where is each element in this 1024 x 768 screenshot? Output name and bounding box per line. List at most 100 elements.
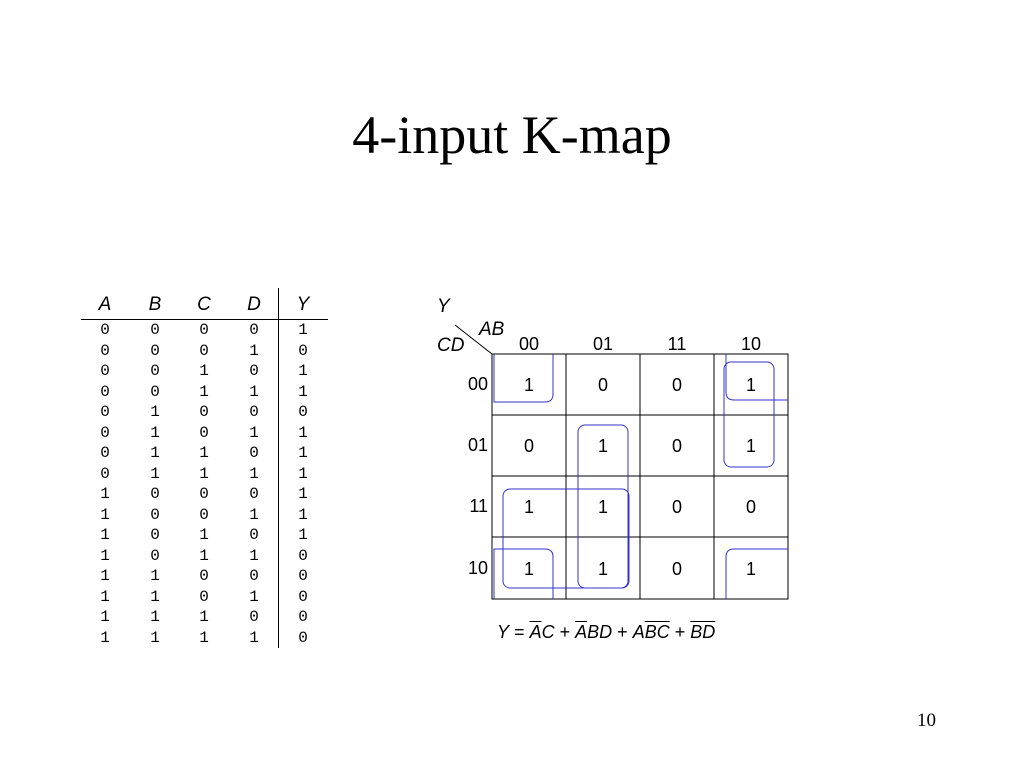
truth-table-cell: 1	[100, 587, 110, 606]
truth-table-cell: 0	[100, 362, 110, 380]
header-y: Y	[296, 294, 310, 315]
truth-table-cell: 1	[199, 526, 209, 544]
kmap-diagonal	[454, 324, 493, 355]
truth-table-cell: 1	[249, 423, 259, 442]
truth-table-cell: 0	[150, 382, 160, 401]
truth-table-cell: 1	[199, 628, 209, 647]
truth-table-cell: 1	[150, 464, 160, 483]
eq-term2-d: D	[599, 622, 613, 642]
kmap-cell: 1	[523, 497, 534, 517]
header-divider	[81, 319, 328, 320]
truth-table-cell: 1	[298, 485, 308, 503]
truth-table-cell: 0	[199, 505, 209, 524]
truth-table-cell: 0	[199, 567, 209, 585]
truth-table-cell: 1	[150, 608, 160, 626]
output-divider	[278, 288, 279, 648]
truth-table-cell: 0	[249, 608, 259, 626]
truth-table-cell: 0	[249, 485, 259, 503]
truth-table-cell: 0	[249, 362, 259, 380]
truth-table-cell: 0	[150, 341, 160, 360]
truth-table-cell: 1	[298, 505, 308, 524]
truth-table-row: 1 1 1 1 0	[0, 628, 330, 649]
truth-table-cell: 1	[298, 382, 308, 401]
kmap-row-header: 10	[467, 558, 488, 578]
truth-table-cell: 1	[199, 382, 209, 401]
truth-table-cell: 0	[100, 382, 110, 401]
truth-table-cell: 1	[249, 464, 259, 483]
truth-table-cell: 1	[298, 464, 308, 483]
kmap-cell: 0	[745, 497, 756, 517]
truth-table-cell: 0	[298, 341, 308, 360]
eq-term1-c: C	[541, 622, 555, 642]
eq-term1-a: A	[529, 622, 542, 642]
truth-table-cell: 0	[150, 485, 160, 503]
kmap-cell: 1	[597, 436, 608, 456]
truth-table-cell: 0	[298, 567, 308, 585]
truth-table-cell: 0	[100, 423, 110, 442]
truth-table-cell: 0	[100, 444, 110, 462]
truth-table-cell: 0	[199, 485, 209, 503]
header-a: A	[98, 294, 112, 315]
truth-table-cell: 1	[150, 628, 160, 647]
kmap-col-header: 00	[518, 334, 540, 354]
truth-table-cell: 1	[100, 608, 110, 626]
group-corner-bottom-right	[725, 548, 788, 599]
truth-table-row: 1 0 0 1 1	[0, 505, 330, 526]
truth-table-cell: 1	[100, 628, 110, 647]
kmap-cell: 1	[745, 559, 756, 579]
truth-table-cell: 1	[298, 362, 308, 380]
kmap-cell: 1	[523, 559, 534, 579]
truth-table-cell: 0	[298, 403, 308, 421]
kmap-cell: 0	[671, 559, 682, 579]
truth-table-cell: 0	[150, 505, 160, 524]
header-d: D	[247, 294, 261, 315]
truth-table-cell: 1	[100, 526, 110, 544]
truth-table-cell: 1	[100, 567, 110, 585]
eq-term2-bd: B	[587, 622, 600, 642]
kmap-cell: 1	[523, 375, 534, 395]
truth-table-cell: 1	[150, 423, 160, 442]
kmap-col-header: 10	[740, 334, 762, 354]
kmap-cell: 1	[597, 497, 608, 517]
truth-table-cell: 0	[100, 341, 110, 360]
truth-table-cell: 1	[150, 444, 160, 462]
truth-table-cell: 1	[199, 546, 209, 565]
eq-term4-b: B	[690, 622, 703, 642]
truth-table-cell: 1	[150, 403, 160, 421]
truth-table-cell: 0	[249, 403, 259, 421]
truth-table-cell: 0	[199, 587, 209, 606]
page-number: 10	[917, 710, 936, 731]
truth-table-cell: 0	[100, 464, 110, 483]
eq-term3-c: C	[656, 622, 670, 642]
truth-table-cell: 1	[100, 505, 110, 524]
kmap-row-header: 01	[467, 435, 488, 455]
truth-table-cell: 1	[249, 628, 259, 647]
truth-table-cell: 1	[249, 546, 259, 565]
truth-table-cell: 1	[249, 505, 259, 524]
kmap-cell: 0	[671, 436, 682, 456]
kmap-row-header: 00	[467, 374, 488, 394]
truth-table-cell: 0	[298, 608, 308, 626]
truth-table-cell: 1	[199, 464, 209, 483]
kmap-row-var-label: CD	[437, 335, 465, 356]
truth-table-cell: 0	[199, 423, 209, 442]
simplified-equation: Y = AC + ABD + ABC + BD	[497, 622, 715, 643]
group-corner-top-left	[493, 354, 554, 403]
kmap-col-var-label: AB	[479, 319, 505, 340]
truth-table-cell: 1	[298, 444, 308, 462]
eq-term2-a: A	[575, 622, 588, 642]
truth-table-row: 0 1 1 1 1	[0, 464, 330, 485]
eq-plus: +	[559, 622, 571, 642]
group-corner-top-right	[725, 354, 788, 401]
truth-table-cell: 0	[298, 628, 308, 647]
truth-table-cell: 0	[199, 403, 209, 421]
truth-table-cell: 0	[199, 321, 209, 339]
